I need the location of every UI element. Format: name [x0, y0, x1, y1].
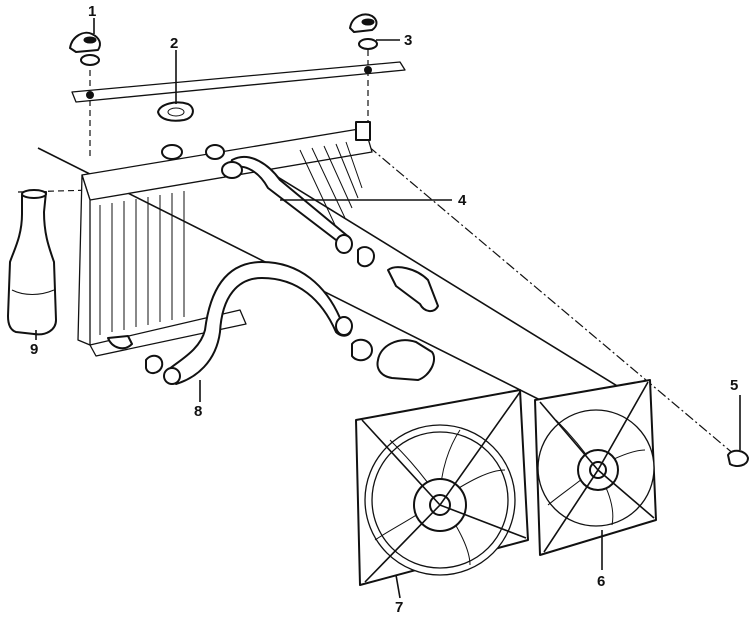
callout-5: 5 — [730, 377, 738, 394]
upper-hose-part-4 — [221, 155, 353, 254]
radiator-filler-neck — [161, 144, 183, 160]
gasket-part-2 — [157, 101, 194, 122]
coolant-reservoir-part-9 — [7, 189, 57, 336]
upper-support-bar — [71, 61, 406, 103]
radiator — [77, 121, 373, 357]
callout-1: 1 — [88, 3, 96, 20]
leader-7 — [395, 574, 401, 599]
thermostat-housing — [376, 266, 439, 381]
support-bar-hole-left — [86, 91, 94, 99]
fan-6-blades — [547, 419, 646, 526]
callout-4: 4 — [458, 192, 467, 209]
mount-bushing-left — [69, 31, 101, 66]
radiator-drain — [107, 335, 133, 350]
radiator-left-side — [77, 174, 91, 346]
fan-7-struts — [361, 391, 527, 583]
bolt-part-5 — [727, 395, 749, 467]
radiator-bracket-right — [355, 121, 371, 141]
cooling-fan-part-7 — [355, 389, 529, 586]
cooling-fan-part-6 — [534, 379, 657, 556]
callout-2: 2 — [170, 35, 178, 52]
fan-7-blades — [374, 429, 506, 566]
callout-7: 7 — [395, 599, 403, 616]
callout-8: 8 — [194, 403, 202, 420]
callout-labels: 1 2 3 4 5 6 7 8 9 — [30, 3, 738, 616]
callout-6: 6 — [597, 573, 605, 590]
callout-9: 9 — [30, 341, 38, 358]
hose-clamp-lower — [145, 338, 373, 374]
leader-lines — [35, 18, 603, 599]
support-bar-body — [71, 61, 406, 103]
radiator-core-fins-right — [299, 141, 363, 226]
fan-6-struts — [539, 381, 655, 553]
support-bar-hole-right — [364, 66, 372, 74]
radiator-core-fins — [99, 191, 185, 335]
radiator-upper-outlet — [205, 144, 225, 160]
lower-hose-part-8 — [163, 261, 353, 385]
mount-bushing-right — [349, 13, 378, 50]
callout-3: 3 — [404, 32, 412, 49]
hose-clamp-upper — [357, 246, 375, 268]
guide-line-right-dashdot — [354, 134, 736, 456]
